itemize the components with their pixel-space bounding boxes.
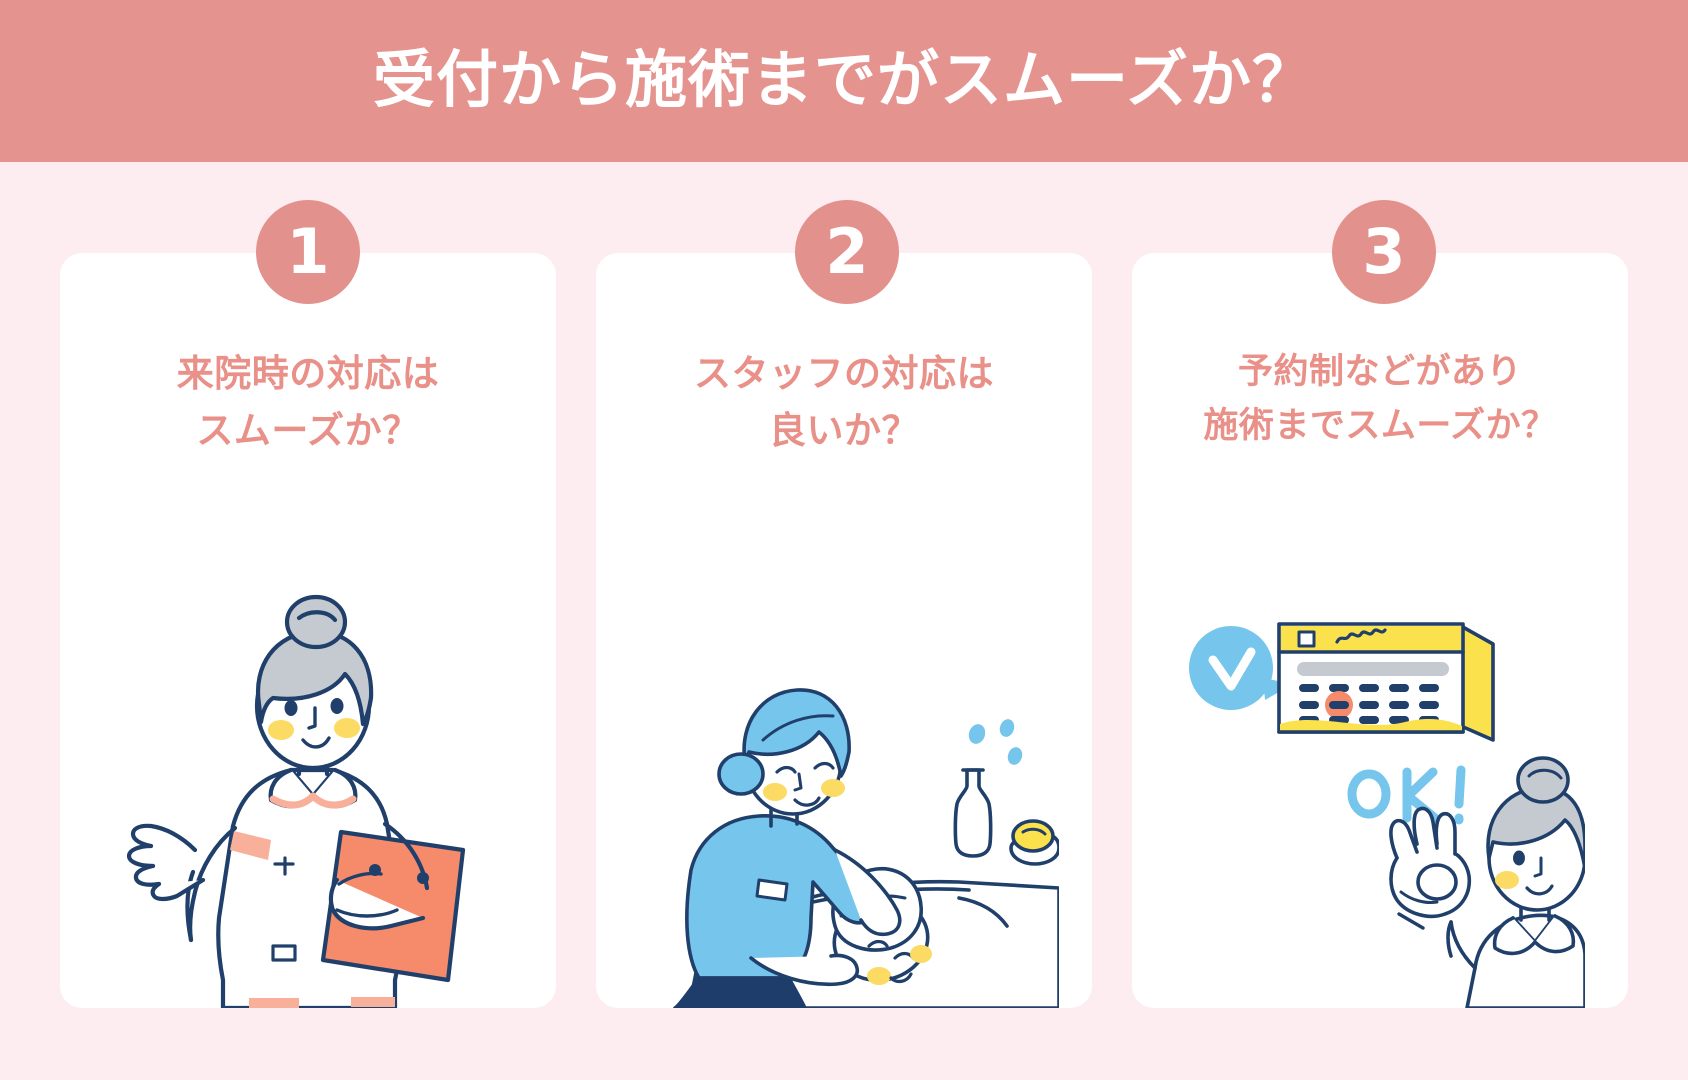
step-number-badge-1: 1	[256, 200, 360, 304]
step-card-1[interactable]: 1 来院時の対応は スムーズか？	[60, 200, 556, 1008]
therapist-treating-client-icon	[673, 688, 1059, 1008]
step-title-3: 予約制などがあり 施術までスムーズか？	[1203, 352, 1557, 446]
step-number-badge-2: 2	[795, 200, 899, 304]
steps-card-grid: 1 来院時の対応は スムーズか？	[60, 200, 1628, 1008]
step-title-1: 来院時の対応は スムーズか？	[176, 353, 440, 452]
receptionist-nurse-with-clipboard-icon	[126, 594, 466, 1008]
step-illustration-3-wrap	[1132, 454, 1628, 1008]
page-header: 受付から施術までがスムーズか？	[0, 0, 1688, 162]
step-card-2[interactable]: 2 スタッフの対応は 良いか？	[596, 200, 1092, 1008]
step-illustration-1-wrap	[60, 460, 556, 1008]
step-card-3[interactable]: 3 予約制などがあり 施術までスムーズか？	[1132, 200, 1628, 1008]
calendar-booking-ok-sign-icon	[1189, 622, 1585, 1008]
page-title: 受付から施術までがスムーズか？	[373, 46, 1315, 115]
step-title-2: スタッフの対応は 良いか？	[694, 353, 994, 452]
calendar-icon	[1277, 622, 1495, 742]
ok-hand-icon	[1389, 806, 1472, 930]
step-illustration-2-wrap	[596, 460, 1092, 1008]
step-number-badge-3: 3	[1332, 200, 1436, 304]
